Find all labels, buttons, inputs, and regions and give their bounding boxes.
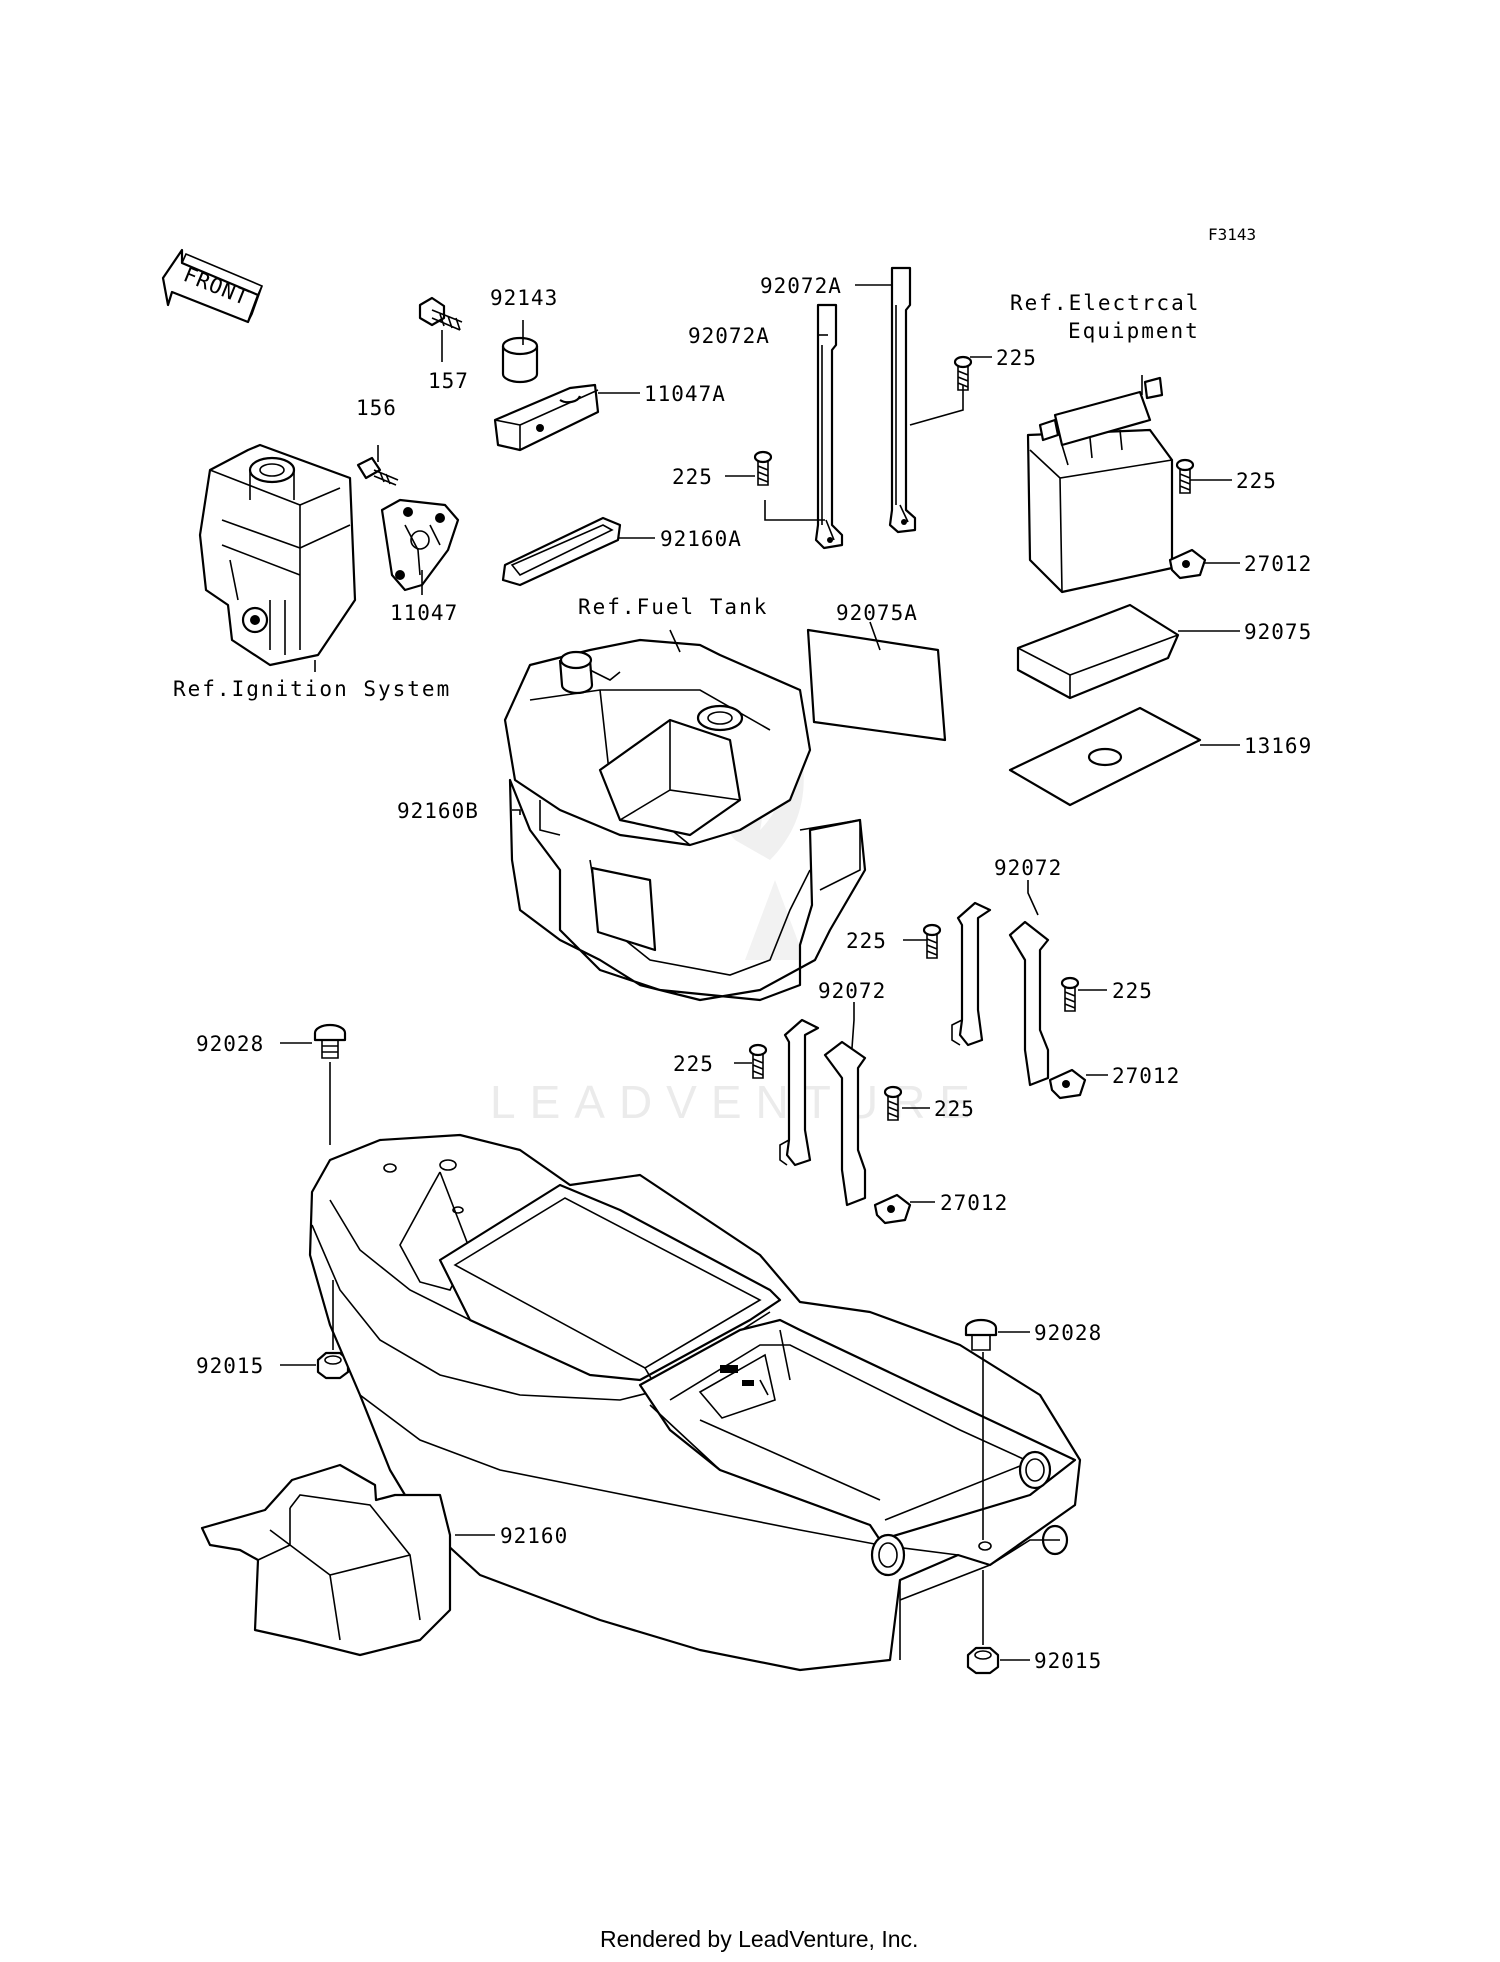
- watermark-text: LEADVENTURE: [490, 1076, 984, 1128]
- bolt-157: [418, 296, 463, 331]
- callout-225-g: 225: [934, 1097, 975, 1121]
- callout-27012-b: 27012: [1112, 1064, 1180, 1088]
- screw-225-f: [748, 1043, 768, 1079]
- collar-92143: [501, 336, 539, 384]
- callout-92028-b: 92028: [1034, 1321, 1102, 1345]
- ref-electrical-line2: Equipment: [1068, 319, 1200, 343]
- strap-92072-upper-left: [951, 901, 992, 1047]
- callout-11047: 11047: [390, 601, 458, 625]
- pad-92075: [1016, 603, 1180, 700]
- sheet-92075A: [806, 628, 947, 742]
- callout-92160: 92160: [500, 1524, 568, 1548]
- plug-92028-b: [964, 1318, 998, 1351]
- strap-92072-lower-right: [823, 1040, 867, 1207]
- callout-92072-b: 92072: [818, 979, 886, 1003]
- cover-92160: [200, 1463, 452, 1657]
- screw-225-e: [1060, 976, 1080, 1012]
- callout-92015-a: 92015: [196, 1354, 264, 1378]
- callout-92075: 92075: [1244, 620, 1312, 644]
- footer-credit: Rendered by LeadVenture, Inc.: [600, 1926, 918, 1952]
- bolt-156: [356, 456, 399, 486]
- plug-92028-a: [313, 1023, 347, 1059]
- ignition-box: [198, 443, 357, 667]
- nut-92015-b: [966, 1646, 1000, 1675]
- hull: [308, 1133, 1082, 1672]
- reference-labels: Ref.Ignition System Ref.Fuel Tank Ref.El…: [173, 291, 1200, 701]
- callout-157: 157: [428, 369, 469, 393]
- callout-92072A-left: 92072A: [688, 324, 770, 348]
- callout-92160A: 92160A: [660, 527, 742, 551]
- callout-92028-a: 92028: [196, 1032, 264, 1056]
- plate-13169: [1008, 706, 1202, 807]
- screw-225-g: [883, 1085, 903, 1121]
- clip-27012-c: [873, 1193, 912, 1225]
- block-11047A: [493, 383, 600, 452]
- callout-225-e: 225: [1112, 979, 1153, 1003]
- callout-92072-a: 92072: [994, 856, 1062, 880]
- callout-156: 156: [356, 396, 397, 420]
- callout-92160B: 92160B: [397, 799, 479, 823]
- callout-225-c: 225: [1236, 469, 1277, 493]
- leader-lines: [280, 284, 1240, 1661]
- strap-92072A-left: [814, 303, 844, 550]
- battery: [1026, 376, 1174, 594]
- screw-225-a: [753, 450, 773, 486]
- callout-92072A-top: 92072A: [760, 274, 842, 298]
- strap-92072-lower-left: [779, 1018, 820, 1167]
- ref-electrical-line1: Ref.Electrcal: [1010, 291, 1200, 315]
- callout-225-d: 225: [846, 929, 887, 953]
- callout-27012-c: 27012: [940, 1191, 1008, 1215]
- callout-225-b: 225: [996, 346, 1037, 370]
- callout-92015-b: 92015: [1034, 1649, 1102, 1673]
- tray-92160B: [508, 778, 867, 1002]
- clip-27012-b: [1048, 1068, 1087, 1100]
- ref-ignition-system: Ref.Ignition System: [173, 677, 451, 701]
- ref-fuel-tank: Ref.Fuel Tank: [578, 595, 768, 619]
- nut-92015-a: [316, 1351, 350, 1380]
- strap-92072-upper-right: [1008, 920, 1050, 1087]
- fuel-tank: [503, 638, 812, 847]
- bracket-11047: [380, 498, 460, 592]
- clip-27012-a: [1168, 548, 1207, 580]
- strap-92072A-right: [888, 266, 917, 534]
- figure-code: F3143: [1208, 225, 1256, 244]
- callout-labels: 92143 157 156 11047A 11047 92160A 92072A…: [196, 274, 1312, 1673]
- front-arrow-icon: FRONT: [161, 248, 264, 324]
- callout-225-f: 225: [673, 1052, 714, 1076]
- callout-225-a: 225: [672, 465, 713, 489]
- callout-92075A: 92075A: [836, 601, 918, 625]
- screw-225-d: [922, 923, 942, 959]
- callout-13169: 13169: [1244, 734, 1312, 758]
- screw-225-c: [1175, 458, 1195, 494]
- callout-92143: 92143: [490, 286, 558, 310]
- pad-92160A: [501, 516, 622, 587]
- callout-27012-a: 27012: [1244, 552, 1312, 576]
- callout-11047A: 11047A: [644, 382, 726, 406]
